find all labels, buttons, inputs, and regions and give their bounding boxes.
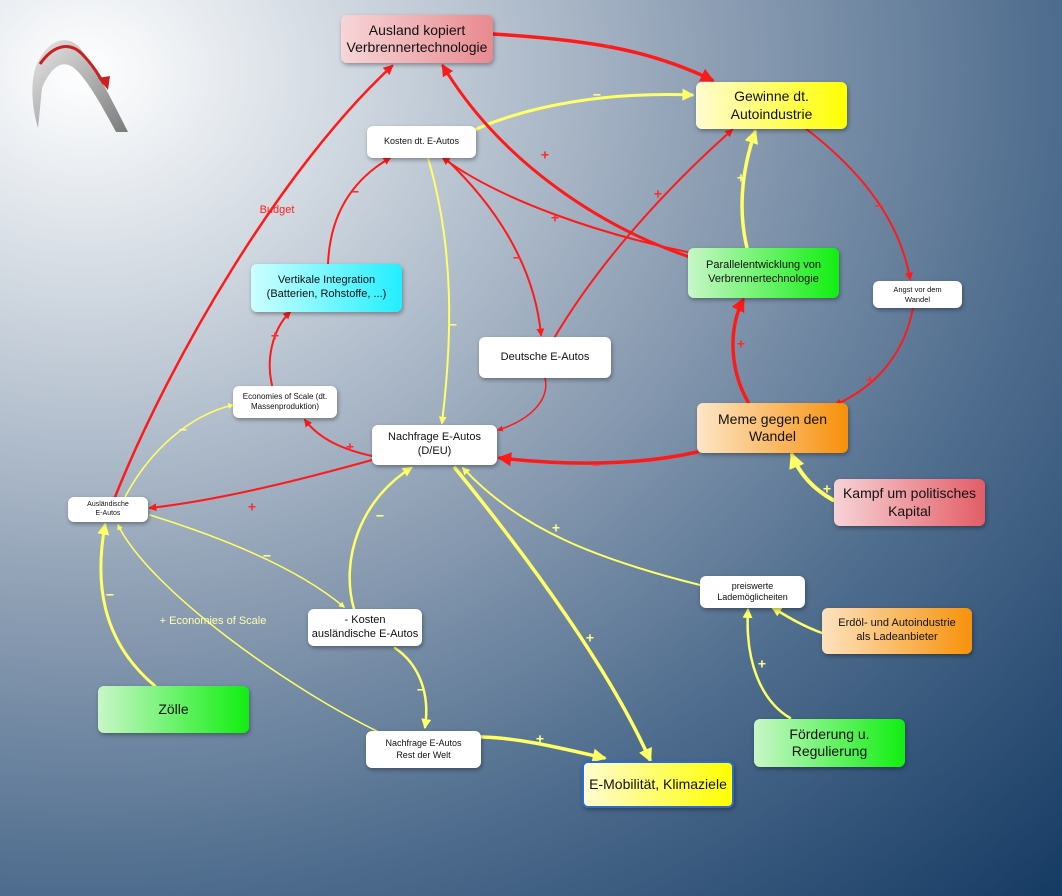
polarity-minus: − [512, 249, 522, 266]
polarity-plus: + [550, 209, 560, 226]
node-auslaendische-e-autos[interactable]: Ausländische E-Autos [68, 497, 148, 522]
link-ladem-nachfrage [461, 466, 701, 586]
link-parallel-gewinne [740, 129, 759, 250]
node-e-mobilitaet-klimaziele[interactable]: E-Mobilität, Klimaziele [582, 761, 734, 808]
link-ausl-kosten [149, 514, 345, 608]
link-meme-nachfrage [497, 450, 699, 467]
polarity-plus: + [540, 146, 550, 163]
link-deutsche-nachfrage [496, 377, 547, 432]
polarity-minus: − [375, 507, 385, 524]
link-angst-meme [833, 307, 914, 407]
polarity-plus: + [585, 629, 595, 646]
link-zoelle-ausl [97, 522, 157, 688]
node-deutsche-e-autos[interactable]: Deutsche E-Autos [479, 337, 611, 378]
link-ausland-gewinne [491, 32, 715, 82]
link-kosten-deutsche [444, 157, 545, 337]
polarity-minus: − [350, 183, 360, 200]
link-kampf-meme [789, 452, 835, 502]
node-nachfrage-e-autos-de[interactable]: Nachfrage E-Autos (D/EU) [372, 425, 497, 465]
polarity-plus: + [551, 519, 561, 536]
link-deutsche-gewinne [552, 128, 734, 341]
link-parallel-kosten [441, 157, 703, 256]
link-foerderung-ladem [742, 608, 792, 720]
polarity-minus: − [178, 421, 188, 438]
polarity-minus: − [448, 316, 458, 333]
polarity-plus: + [270, 327, 280, 344]
link-rest-emob [480, 735, 607, 763]
node-kampf-um-politisches-kapital[interactable]: Kampf um politisches Kapital [834, 479, 985, 526]
budget-label: Budget [259, 204, 295, 216]
node-angst-vor-dem-wandel[interactable]: Angst vor dem Wandel [873, 281, 962, 308]
polarity-plus: + [865, 371, 875, 388]
polarity-minus: − [591, 456, 601, 473]
node-gewinne-autoindustrie[interactable]: Gewinne dt. Autoindustrie [696, 82, 847, 129]
node-foerderung-regulierung[interactable]: Förderung u. Regulierung [754, 719, 905, 767]
node-erdoel-ladeanbieter[interactable]: Erdöl- und Autoindustrie als Ladeanbiete… [822, 608, 972, 654]
link-kosten-ausl-nachfrage [348, 466, 413, 611]
link-vertikal-kosten [327, 157, 392, 265]
polarity-plus: + [247, 498, 257, 515]
node-economies-of-scale-dt[interactable]: Economies of Scale (dt. Massenproduktion… [233, 386, 337, 418]
polarity-minus: − [874, 197, 884, 214]
polarity-minus: − [416, 681, 426, 698]
node-kosten-auslaendische-e-autos[interactable]: - Kosten ausländische E-Autos [308, 609, 422, 646]
node-zoelle[interactable]: Zölle [98, 686, 249, 733]
link-kosten-nachfrage [427, 157, 451, 425]
polarity-plus: + [757, 655, 767, 672]
link-erdoel-ladem [771, 606, 824, 635]
polarity-minus: − [604, 37, 614, 54]
loop-arrow-logo-icon [32, 40, 128, 132]
node-nachfrage-rest-der-welt[interactable]: Nachfrage E-Autos Rest der Welt [366, 731, 481, 768]
link-rest-ausl [117, 523, 386, 736]
node-meme-gegen-den-wandel[interactable]: Meme gegen den Wandel [697, 403, 848, 453]
polarity-plus: + [535, 730, 545, 747]
link-ausl-ausland [113, 64, 394, 499]
polarity-plus: + [653, 185, 663, 202]
link-meme-parallel [731, 297, 750, 404]
polarity-minus: − [105, 586, 115, 603]
polarity-minus: − [262, 547, 272, 564]
link-nachfrage-ausl [148, 459, 373, 512]
polarity-plus: + [736, 169, 746, 186]
polarity-minus: − [592, 86, 602, 103]
link-nachfrage-eos [304, 418, 373, 457]
node-preiswerte-lademoeglichkeiten[interactable]: preiswerte Lademöglicheiten [700, 576, 805, 608]
link-ausl-eos [124, 403, 235, 498]
node-ausland-kopiert[interactable]: Ausland kopiert Verbrennertechnologie [341, 15, 493, 63]
link-kosten-ausl-rest [393, 646, 432, 729]
node-vertikale-integration[interactable]: Vertikale Integration (Batterien, Rohsto… [251, 264, 402, 312]
economies-of-scale-label: + Economies of Scale [159, 615, 267, 627]
link-eos-vertikal [268, 310, 292, 386]
link-nachfrage-emob [453, 466, 652, 763]
link-gewinne-angst [804, 127, 913, 281]
node-kosten-dt-e-autos[interactable]: Kosten dt. E-Autos [367, 126, 476, 158]
node-parallelentwicklung[interactable]: Parallelentwicklung von Verbrennertechno… [688, 248, 839, 298]
polarity-plus: + [345, 438, 355, 455]
link-kosten-gewinne [468, 88, 695, 134]
polarity-plus: + [822, 480, 832, 497]
polarity-plus: + [736, 335, 746, 352]
